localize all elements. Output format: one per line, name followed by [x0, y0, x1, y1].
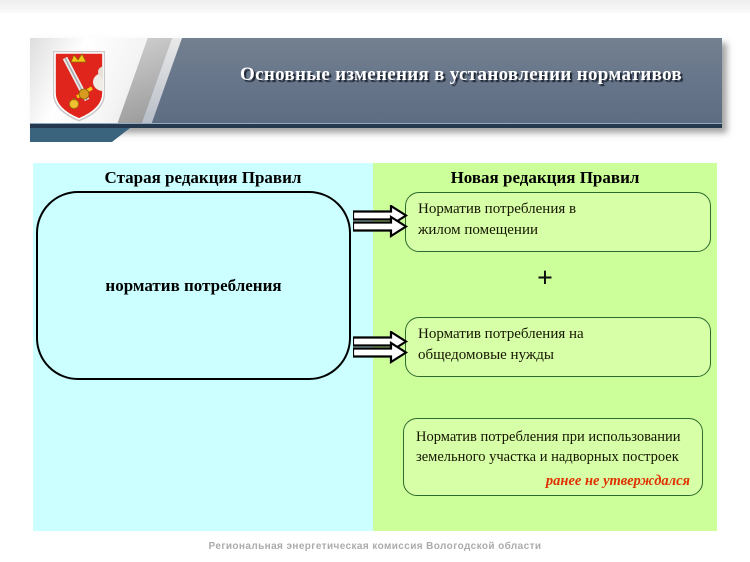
old-rules-panel: Старая редакция Правил норматив потребле…: [33, 163, 373, 531]
old-rules-node-label: норматив потребления: [105, 275, 282, 295]
not-previously-approved-note: ранее не утверждался: [545, 472, 690, 489]
plus-sign: +: [537, 263, 553, 294]
arrow-to-dwelling-box: [353, 205, 409, 238]
header-accent-bar: [30, 128, 130, 142]
box-text-line: Норматив потребления в: [418, 201, 577, 217]
vologda-coat-of-arms-icon: [53, 51, 105, 122]
slide-title: Основные изменения в установлении нормат…: [240, 64, 682, 85]
new-rules-panel: Новая редакция Правил Норматив потреблен…: [373, 163, 717, 531]
box-text-line: Норматив потребления при использовании: [416, 429, 681, 445]
new-rules-box-common-needs: Норматив потребления на общедомовые нужд…: [405, 317, 711, 377]
new-rules-title: Новая редакция Правил: [450, 168, 640, 187]
box-text-line: жилом помещении: [418, 222, 539, 238]
box-text-line: Норматив потребления на: [418, 326, 584, 342]
new-rules-box-dwelling: Норматив потребления в жилом помещении: [405, 192, 711, 252]
new-rules-box-land-plot: Норматив потребления при использовании з…: [403, 418, 703, 496]
header-banner: Основные изменения в установлении нормат…: [30, 38, 722, 128]
old-rules-node: норматив потребления: [36, 191, 351, 380]
banner-bottom-line: [30, 123, 722, 128]
arrow-to-common-needs-box: [353, 331, 409, 364]
top-strip: [0, 0, 750, 13]
old-rules-title: Старая редакция Правил: [104, 168, 302, 187]
footer-org-name: Региональная энергетическая комиссия Вол…: [208, 541, 542, 552]
box-text-line: земельного участка и надворных построек: [416, 449, 679, 466]
box-text-line: общедомовые нужды: [418, 347, 554, 363]
